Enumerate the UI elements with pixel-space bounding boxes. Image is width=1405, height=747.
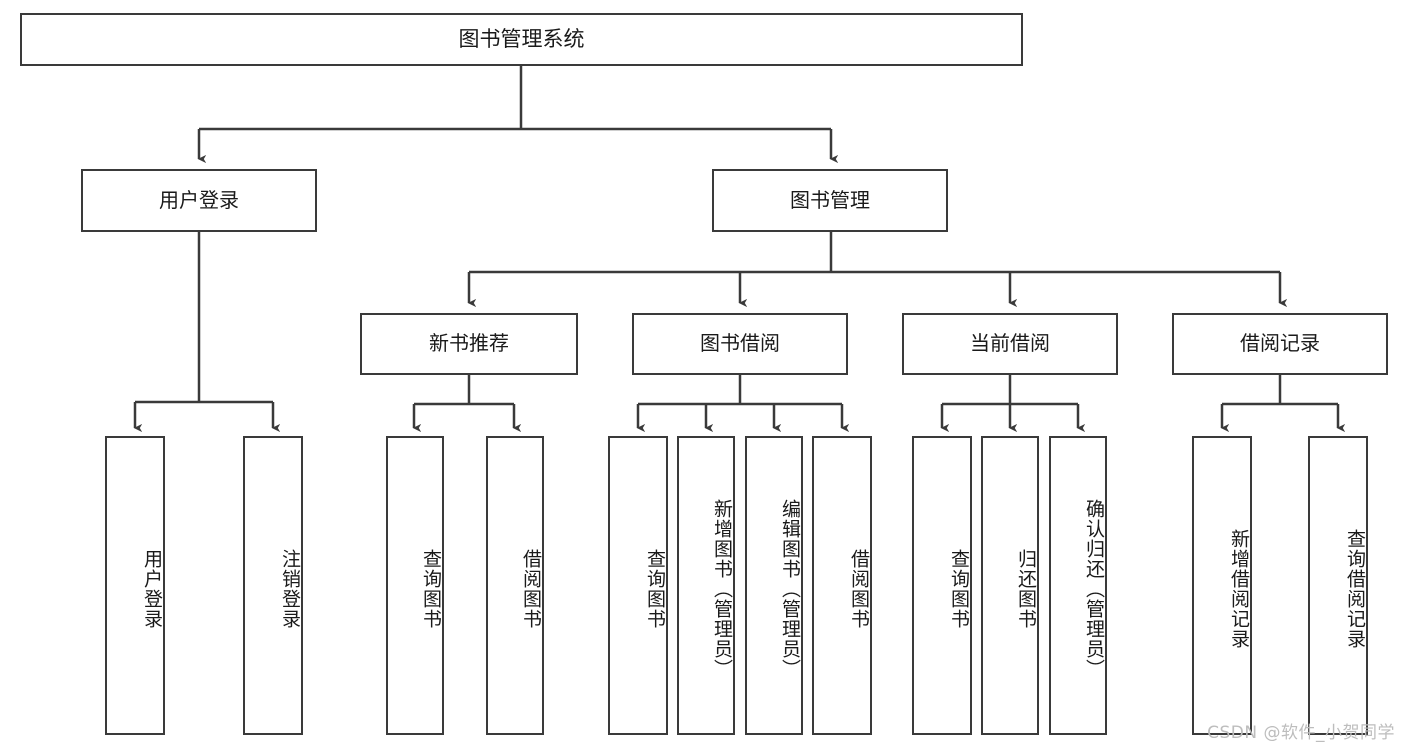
watermark-text: CSDN @软件_小贺同学 — [1207, 723, 1395, 743]
node-label: 查询图书 — [420, 548, 442, 629]
node-label: 新书推荐 — [429, 331, 509, 356]
node-label: 当前借阅 — [970, 331, 1050, 356]
leaf-user-login[interactable]: 用户登录 — [105, 436, 165, 735]
node-book-management[interactable]: 图书管理 — [712, 169, 948, 232]
node-label: 编辑图书（管理员） — [779, 498, 801, 679]
node-label: 借阅图书 — [520, 548, 542, 629]
node-label: 图书管理系统 — [458, 27, 585, 52]
node-label: 新增借阅记录 — [1228, 528, 1250, 649]
node-label: 借阅图书 — [848, 548, 870, 629]
leaf-return-book[interactable]: 归还图书 — [981, 436, 1039, 735]
node-new-book-recommendation[interactable]: 新书推荐 — [360, 313, 578, 375]
node-borrowing-record[interactable]: 借阅记录 — [1172, 313, 1388, 375]
leaf-borrow-book[interactable]: 借阅图书 — [812, 436, 872, 735]
node-label: 查询图书 — [644, 548, 666, 629]
leaf-confirm-return-admin[interactable]: 确认归还（管理员） — [1049, 436, 1107, 735]
node-label: 查询借阅记录 — [1344, 528, 1366, 649]
node-user-login[interactable]: 用户登录 — [81, 169, 317, 232]
leaf-query-book-borrow[interactable]: 查询图书 — [608, 436, 668, 735]
node-label: 注销登录 — [279, 548, 301, 629]
leaf-edit-book-admin[interactable]: 编辑图书（管理员） — [745, 436, 803, 735]
leaf-add-book-admin[interactable]: 新增图书（管理员） — [677, 436, 735, 735]
node-label: 图书管理 — [790, 187, 870, 212]
leaf-borrow-book-recommend[interactable]: 借阅图书 — [486, 436, 544, 735]
node-label: 借阅记录 — [1240, 331, 1320, 356]
node-label: 图书借阅 — [700, 331, 780, 356]
node-label: 新增图书（管理员） — [711, 498, 733, 679]
node-book-borrowing[interactable]: 图书借阅 — [632, 313, 848, 375]
node-label: 用户登录 — [141, 548, 163, 629]
leaf-query-book-recommend[interactable]: 查询图书 — [386, 436, 444, 735]
node-root-book-management-system[interactable]: 图书管理系统 — [20, 13, 1023, 66]
leaf-query-borrow-record[interactable]: 查询借阅记录 — [1308, 436, 1368, 735]
leaf-add-borrow-record[interactable]: 新增借阅记录 — [1192, 436, 1252, 735]
node-label: 确认归还（管理员） — [1083, 498, 1105, 679]
node-label: 查询图书 — [948, 548, 970, 629]
node-label: 用户登录 — [159, 187, 239, 212]
node-current-borrowing[interactable]: 当前借阅 — [902, 313, 1118, 375]
leaf-query-book-current[interactable]: 查询图书 — [912, 436, 972, 735]
leaf-logout[interactable]: 注销登录 — [243, 436, 303, 735]
node-label: 归还图书 — [1015, 548, 1037, 629]
